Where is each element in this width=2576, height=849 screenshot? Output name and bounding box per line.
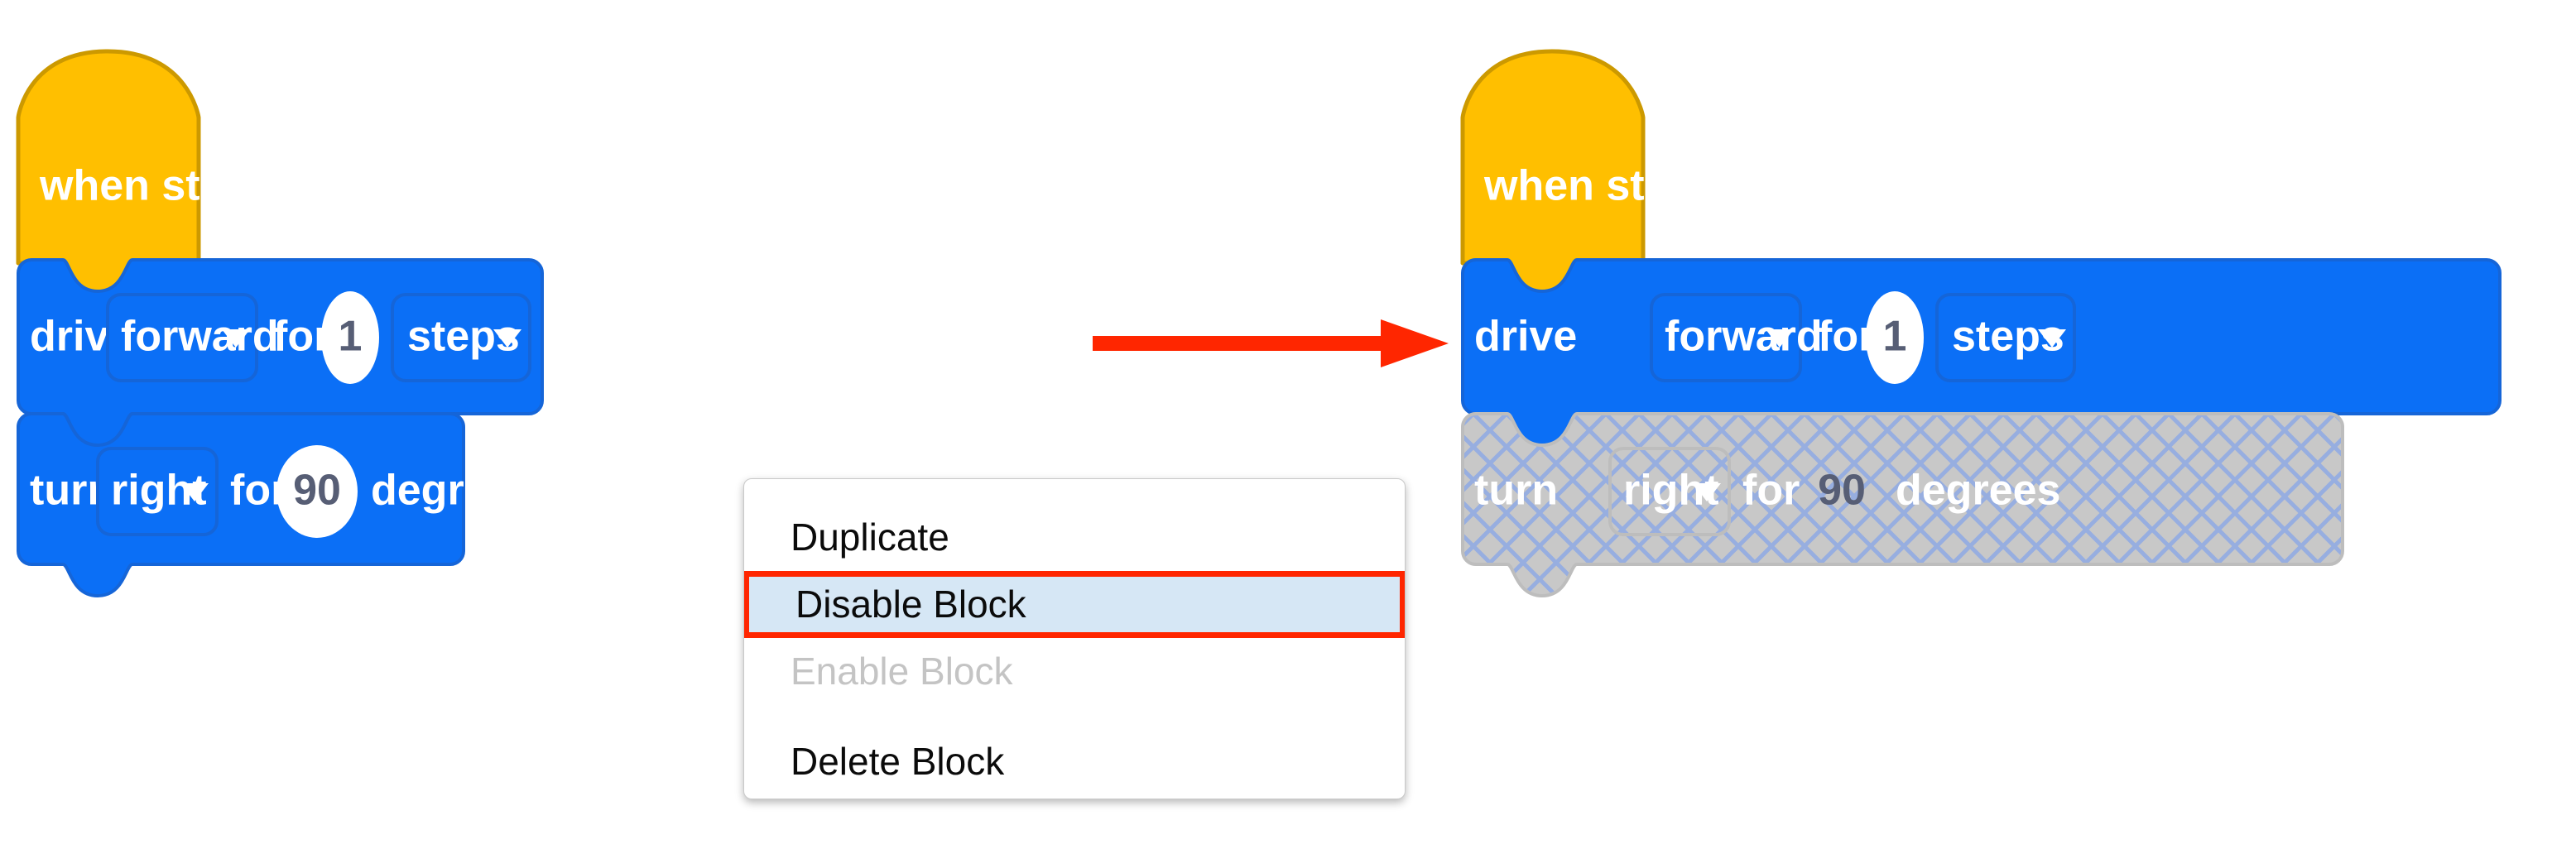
hat-block-when-started-left[interactable]: when started — [16, 49, 305, 297]
left-script-stack[interactable]: when started drive forward for 1 — [16, 49, 544, 597]
block-context-menu[interactable]: Duplicate Disable Block Enable Block Del… — [743, 478, 1406, 799]
turn-block-right-disabled[interactable]: turn right for 90 degrees — [1461, 412, 2344, 597]
number-oval — [1866, 291, 1924, 384]
dropdown-bg — [96, 447, 219, 536]
right-script-stack[interactable]: when started drive forward for 1 — [1460, 49, 2502, 597]
dropdown-bg — [391, 293, 531, 382]
steps-number-field-left[interactable]: 1 — [321, 291, 379, 384]
degrees-number-field-left[interactable]: 90 — [276, 445, 358, 538]
chevron-down-icon — [1693, 483, 1721, 501]
turn-block-left[interactable]: turn right for 90 degrees — [17, 412, 536, 597]
dropdown-value: forward — [121, 313, 279, 361]
dropdown-bg — [1935, 293, 2076, 382]
number-value: 90 — [1818, 467, 1866, 515]
dropdown-bg — [1608, 447, 1731, 536]
degrees-number-field-right[interactable]: 90 — [1818, 467, 1866, 515]
degrees-label: degrees — [1896, 467, 2060, 515]
context-menu-item-delete-block[interactable]: Delete Block — [791, 740, 1005, 783]
chevron-down-icon — [1766, 329, 1794, 348]
for-label: for — [1742, 467, 1800, 515]
steps-number-field-right[interactable]: 1 — [1866, 291, 1924, 384]
annotation-arrow — [1093, 319, 1449, 367]
direction-dropdown-left[interactable]: forward — [106, 293, 279, 382]
chevron-down-icon — [493, 329, 521, 348]
units-dropdown-left[interactable]: steps — [391, 293, 531, 382]
chevron-down-icon — [222, 329, 250, 348]
direction-dropdown-right[interactable]: forward — [1650, 293, 1823, 382]
hat-block-label: when started — [1483, 162, 1750, 210]
number-value: 1 — [339, 313, 363, 361]
turn-direction-dropdown-left[interactable]: right — [96, 447, 219, 536]
hat-block-label: when started — [39, 162, 305, 210]
turn-direction-dropdown-right[interactable]: right — [1608, 447, 1731, 536]
context-menu-item-enable-block: Enable Block — [791, 650, 1013, 693]
for-label: for — [273, 313, 330, 361]
drive-block-right[interactable]: drive forward for 1 steps — [1461, 258, 2502, 447]
dropdown-value: forward — [1665, 313, 1823, 361]
number-value: 90 — [293, 467, 341, 515]
for-label: for — [1818, 313, 1875, 361]
arrow-right-icon — [1093, 319, 1449, 367]
context-menu-item-duplicate[interactable]: Duplicate — [791, 516, 949, 559]
turn-label: turn — [1474, 467, 1558, 515]
number-value: 1 — [1883, 313, 1907, 361]
degrees-label: degrees — [371, 467, 536, 515]
units-dropdown-right[interactable]: steps — [1935, 293, 2076, 382]
hat-block-when-started-right[interactable]: when started — [1460, 49, 1750, 297]
dropdown-bg — [1650, 293, 1802, 382]
chevron-down-icon — [2038, 329, 2066, 348]
context-menu-item-disable-block[interactable]: Disable Block — [744, 571, 1405, 638]
dropdown-bg — [106, 293, 258, 382]
chevron-down-icon — [180, 483, 209, 501]
number-oval — [321, 291, 379, 384]
drive-block-left[interactable]: drive forward for 1 steps — [17, 258, 544, 447]
number-oval — [276, 445, 358, 538]
turn-block-shape — [1461, 412, 2344, 597]
drive-label: drive — [1474, 313, 1577, 361]
